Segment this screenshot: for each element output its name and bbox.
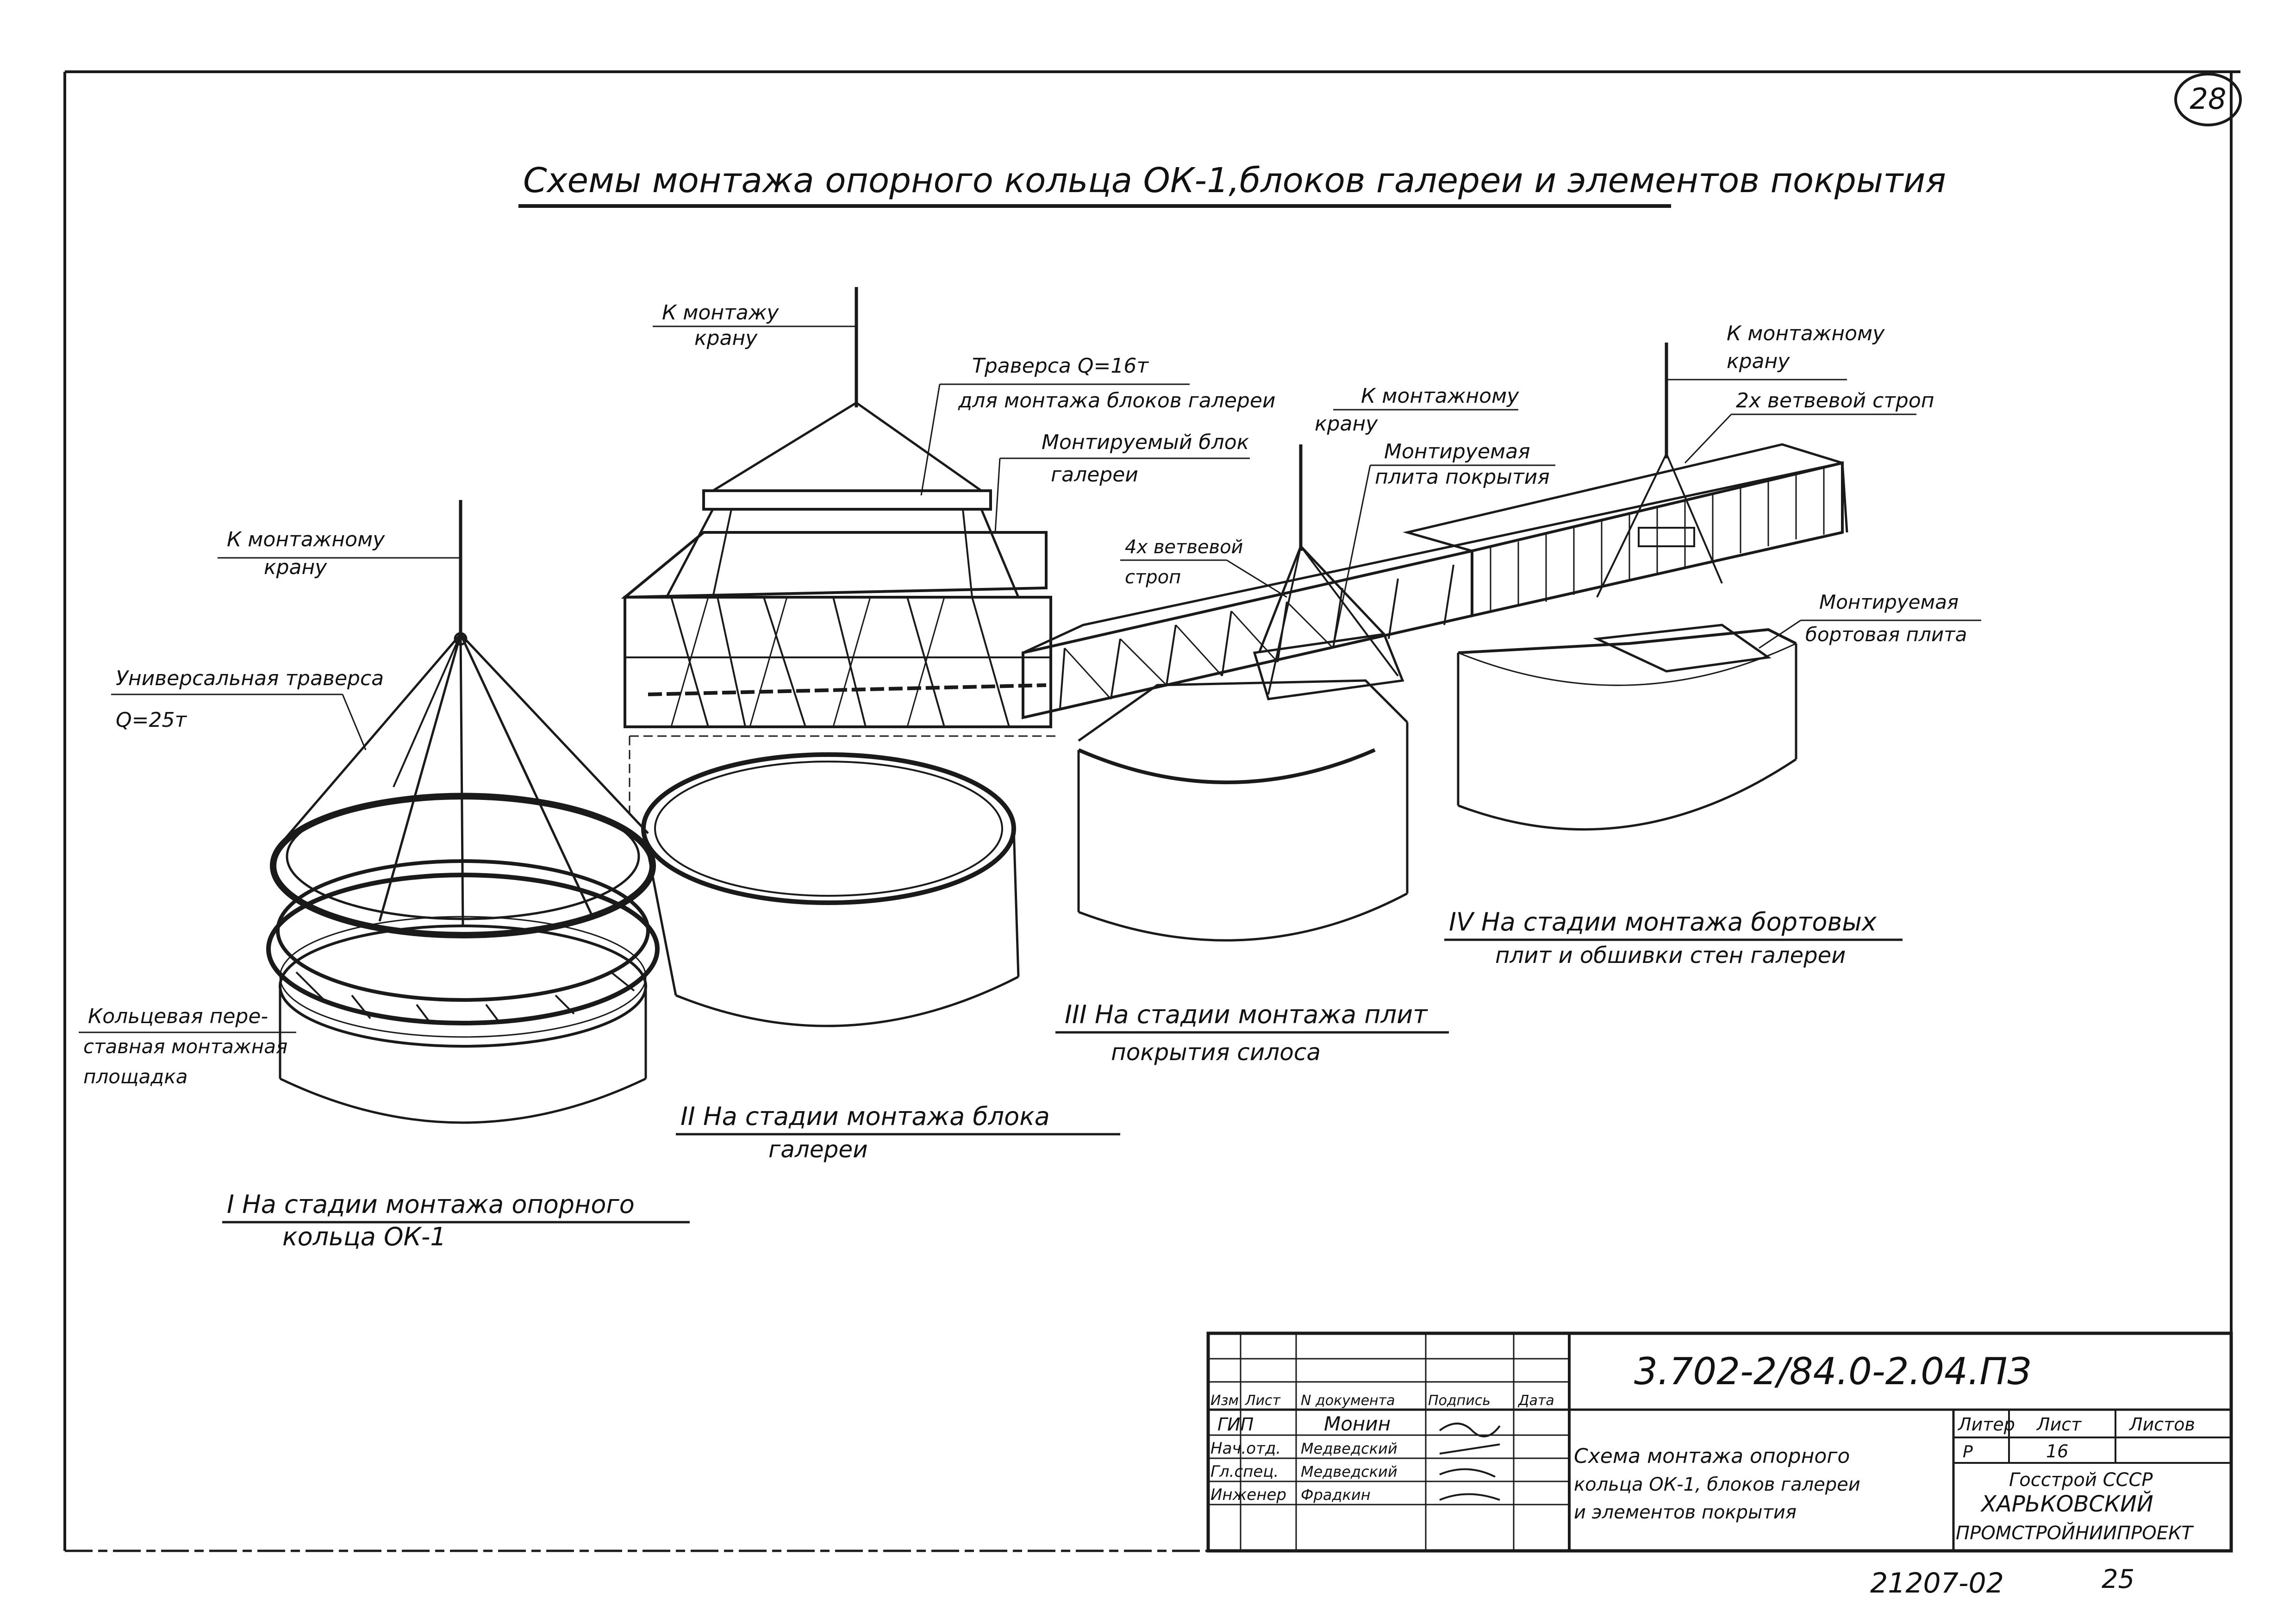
label-to-crane-3: К монтажному крану <box>1666 322 1885 381</box>
svg-text:Кольцевая пере-: Кольцевая пере- <box>88 1005 268 1028</box>
svg-text:К монтажному: К монтажному <box>227 528 385 551</box>
stage-4-caption: IV На стадии монтажа бортовых плит и обш… <box>1444 907 1903 968</box>
stage-1-silo <box>266 500 660 1124</box>
svg-text:Р: Р <box>1963 1443 1973 1462</box>
sheet-number-circle <box>2174 73 2242 126</box>
svg-text:плит и обшивки стен галереи: плит и обшивки стен галереи <box>1495 943 1846 968</box>
svg-text:Траверса Q=16т: Траверса Q=16т <box>972 354 1149 378</box>
svg-text:площадка: площадка <box>83 1065 187 1088</box>
label-ring-platform: Кольцевая пере- ставная монтажная площад… <box>79 1005 296 1088</box>
svg-text:покрытия силоса: покрытия силоса <box>1111 1039 1321 1066</box>
svg-text:2х ветвевой строп: 2х ветвевой строп <box>1736 389 1934 412</box>
title-block-signatories: ГИП Монин Нач.отд. Медведский Гл.спец. М… <box>1210 1412 1501 1504</box>
svg-text:крану: крану <box>694 326 758 350</box>
stage-3-silo <box>1022 444 1843 942</box>
svg-text:Фрадкин: Фрадкин <box>1301 1486 1371 1504</box>
label-mounted-gallery-block: Монтируемый блок галереи <box>994 431 1250 533</box>
svg-text:Лист: Лист <box>1245 1393 1281 1409</box>
signature-marks <box>1439 1423 1501 1501</box>
page-title: Схемы монтажа опорного кольца ОК-1,блоко… <box>523 161 1946 200</box>
svg-text:К монтажному: К монтажному <box>1727 322 1885 345</box>
archive-number: 21207-02 <box>1870 1567 2004 1599</box>
stage-2-caption: II На стадии монтажа блока галереи <box>676 1102 1120 1163</box>
svg-text:Госстрой СССР: Госстрой СССР <box>2009 1469 2153 1491</box>
svg-text:Литер: Литер <box>1957 1414 2015 1435</box>
svg-text:Монтируемая: Монтируемая <box>1819 591 1959 613</box>
svg-text:Монин: Монин <box>1324 1412 1391 1435</box>
svg-text:N документа: N документа <box>1301 1393 1395 1409</box>
stage-1-caption: I На стадии монтажа опорного кольца ОК-1 <box>222 1190 690 1251</box>
archive-page: 25 <box>2102 1564 2134 1594</box>
svg-text:IV На стадии монтажа бортовых: IV На стадии монтажа бортовых <box>1449 907 1877 937</box>
svg-text:и элементов покрытия: и элементов покрытия <box>1574 1502 1797 1523</box>
label-to-crane-4: К монтажному крану <box>218 528 461 579</box>
sheet-number: 28 <box>2190 82 2227 116</box>
litera-list-cells: Литер Лист Листов Р 16 <box>1957 1414 2195 1462</box>
svg-text:Универсальная траверса: Универсальная траверса <box>116 667 384 690</box>
label-sling-2: 2х ветвевой строп <box>1684 389 1934 464</box>
sheet-frame <box>63 70 2240 1552</box>
svg-text:крану: крану <box>1315 412 1378 436</box>
svg-text:крану: крану <box>264 556 327 579</box>
svg-text:Q=25т: Q=25т <box>116 708 187 732</box>
svg-text:К монтажу: К монтажу <box>662 301 779 325</box>
svg-text:4х ветвевой: 4х ветвевой <box>1125 537 1243 558</box>
svg-text:Гл.спец.: Гл.спец. <box>1210 1462 1279 1481</box>
svg-text:для монтажа блоков галереи: для монтажа блоков галереи <box>958 389 1276 412</box>
svg-text:крану: крану <box>1727 350 1790 373</box>
svg-text:строп: строп <box>1125 567 1181 588</box>
label-traverse-16: Траверса Q=16т для монтажа блоков галере… <box>920 354 1276 496</box>
svg-text:Лист: Лист <box>2036 1414 2082 1435</box>
svg-text:плита покрытия: плита покрытия <box>1375 465 1550 489</box>
svg-text:II На стадии монтажа блока: II На стадии монтажа блока <box>680 1102 1050 1131</box>
title-block-headers: Изм Лист N документа Подпись Дата <box>1210 1393 1554 1409</box>
label-to-crane-2: К монтажному крану <box>1315 384 1519 436</box>
svg-text:галереи: галереи <box>1051 463 1138 487</box>
label-universal-traverse: Универсальная траверса Q=25т <box>111 667 384 750</box>
svg-text:Подпись: Подпись <box>1428 1393 1491 1409</box>
svg-text:Медведский: Медведский <box>1301 1440 1398 1457</box>
label-sling-4: 4х ветвевой строп <box>1120 537 1287 598</box>
svg-text:III На стадии монтажа плит: III На стадии монтажа плит <box>1065 1000 1428 1029</box>
svg-text:Дата: Дата <box>1517 1393 1554 1409</box>
svg-text:Листов: Листов <box>2128 1414 2195 1435</box>
stage-2-silo <box>621 287 1055 1027</box>
svg-text:ГИП: ГИП <box>1217 1414 1254 1435</box>
title-block <box>1206 1331 2233 1553</box>
label-side-slab: Монтируемая бортовая плита <box>1759 591 1981 649</box>
stage-4-silo <box>1403 343 1848 831</box>
svg-text:Монтируемая: Монтируемая <box>1384 440 1530 463</box>
stage-3-caption: III На стадии монтажа плит покрытия сило… <box>1055 1000 1449 1066</box>
svg-text:галереи: галереи <box>768 1136 868 1163</box>
label-mounted-cover-slab: Монтируемая плита покрытия <box>1332 440 1555 649</box>
svg-text:кольца ОК-1: кольца ОК-1 <box>282 1222 446 1251</box>
svg-text:I На стадии монтажа опорного: I На стадии монтажа опорного <box>227 1190 635 1219</box>
sheet-title-block: Схема монтажа опорного кольца ОК-1, блок… <box>1574 1444 1860 1523</box>
svg-text:бортовая плита: бортовая плита <box>1805 623 1967 646</box>
organization-block: Госстрой СССР ХАРЬКОВСКИЙ ПРОМСТРОЙНИИПР… <box>1956 1469 2194 1544</box>
svg-text:кольца ОК-1, блоков галереи: кольца ОК-1, блоков галереи <box>1574 1474 1860 1495</box>
svg-text:16: 16 <box>2046 1441 2068 1462</box>
document-code: 3.702-2/84.0-2.04.ПЗ <box>1634 1350 2031 1393</box>
svg-text:Изм: Изм <box>1210 1393 1239 1409</box>
label-to-crane-1: К монтажу крану <box>653 301 856 350</box>
svg-text:ПРОМСТРОЙНИИПРОЕКТ: ПРОМСТРОЙНИИПРОЕКТ <box>1956 1522 2194 1544</box>
svg-text:Схема монтажа опорного: Схема монтажа опорного <box>1574 1444 1850 1468</box>
svg-text:К монтажному: К монтажному <box>1361 384 1519 408</box>
svg-text:Монтируемый блок: Монтируемый блок <box>1042 431 1249 454</box>
svg-text:Медведский: Медведский <box>1301 1463 1398 1480</box>
svg-text:Инженер: Инженер <box>1210 1486 1286 1504</box>
svg-text:Нач.отд.: Нач.отд. <box>1210 1439 1281 1458</box>
svg-text:ставная монтажная: ставная монтажная <box>83 1035 287 1058</box>
svg-text:ХАРЬКОВСКИЙ: ХАРЬКОВСКИЙ <box>1980 1491 2153 1517</box>
